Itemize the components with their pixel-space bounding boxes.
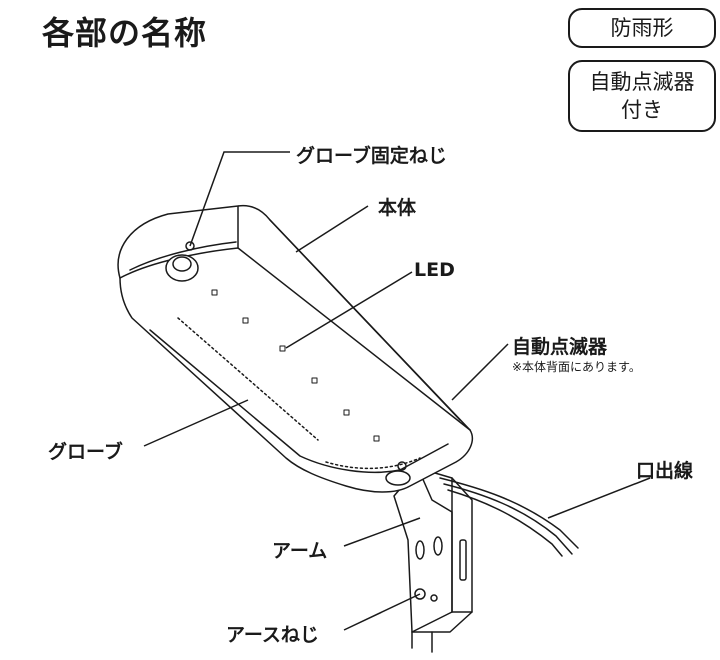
label-arm: アーム: [272, 540, 328, 562]
leader-auto-blinker: [451, 343, 509, 401]
leader-led: [285, 271, 413, 349]
leader-body: [295, 205, 369, 253]
label-led: LED: [414, 259, 455, 281]
leader-globe-screw: [189, 151, 290, 247]
page-title: 各部の名称: [42, 14, 208, 52]
auto-blinker-badge-line2: 付き: [621, 98, 663, 122]
label-lead-wire: 口出線: [636, 460, 694, 482]
label-auto-blinker-note: ※本体背面にあります。: [512, 360, 641, 374]
rainproof-badge: 防雨形: [568, 8, 716, 48]
rainproof-badge-label: 防雨形: [610, 16, 674, 40]
label-globe: グローブ: [48, 441, 123, 463]
leader-ground-screw: [343, 593, 421, 631]
label-globe-screw: グローブ固定ねじ: [296, 145, 447, 167]
fixture-body: [117, 204, 474, 493]
auto-blinker-badge: 自動点滅器 付き: [568, 60, 716, 132]
lead-wire: [439, 477, 579, 549]
led-dots: [211, 289, 380, 442]
auto-blinker-badge-line1: 自動点滅器: [589, 70, 695, 94]
label-auto-blinker: 自動点滅器: [512, 336, 608, 358]
label-body: 本体: [378, 197, 417, 219]
leader-lead-wire: [547, 477, 651, 519]
label-ground-screw: アースねじ: [226, 624, 319, 646]
globe-screw: [165, 254, 199, 282]
leader-arm: [343, 517, 421, 547]
leader-globe: [143, 399, 249, 447]
